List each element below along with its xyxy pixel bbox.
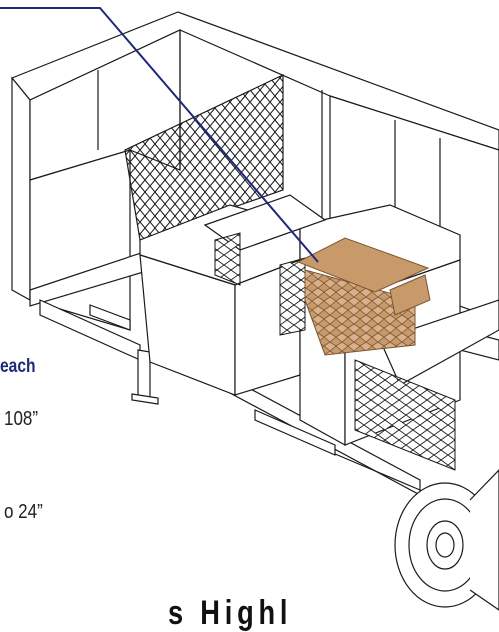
kraft-honeycomb-highlight bbox=[296, 237, 431, 356]
feature-label: each bbox=[0, 356, 36, 377]
dimension-108-label: 108” bbox=[4, 408, 39, 430]
side-rails bbox=[89, 304, 336, 456]
bottom-heading: s Highl bbox=[168, 594, 293, 632]
dunnage-panel bbox=[124, 74, 284, 241]
diagram-canvas: each 108” o 24” s Highl bbox=[0, 7, 499, 630]
leader-line bbox=[0, 7, 319, 263]
honeycomb-dunnage-icon bbox=[354, 359, 456, 471]
trailer-illustration bbox=[0, 7, 499, 611]
wheel-icon bbox=[394, 469, 499, 611]
cargo-boxes bbox=[139, 194, 499, 447]
landing-gear bbox=[131, 349, 159, 405]
dimension-24-label: o 24” bbox=[4, 501, 43, 523]
